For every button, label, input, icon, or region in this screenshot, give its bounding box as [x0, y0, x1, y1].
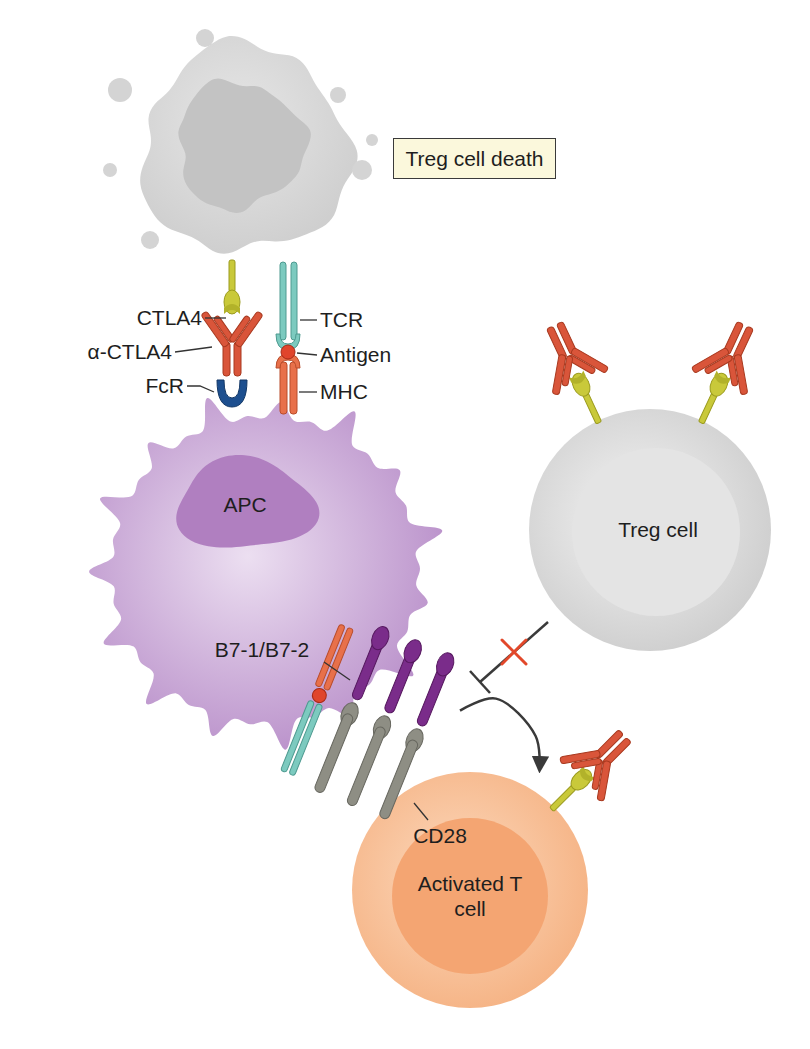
leader-lines	[175, 318, 428, 820]
ctla4-receptor	[569, 370, 606, 426]
antibody	[526, 312, 612, 401]
part-label: MHC	[320, 379, 368, 404]
apc-cell: APC	[70, 380, 460, 760]
illustration-part	[315, 624, 354, 691]
mhc-molecule	[276, 354, 300, 414]
cell-body	[140, 36, 357, 254]
illustration-part	[414, 803, 428, 820]
node-label: Activated T cell	[405, 871, 535, 921]
illustration-part	[348, 624, 392, 702]
fc-receptor	[217, 380, 247, 407]
antibody	[201, 307, 263, 376]
node-label: Treg cell	[618, 517, 698, 542]
illustration-part	[413, 650, 457, 728]
illustration-part	[290, 362, 297, 414]
illustration-part	[470, 671, 490, 693]
illustration-part	[502, 640, 526, 664]
part-label: FcR	[146, 373, 185, 398]
dying-treg-cell	[103, 29, 378, 254]
ctla4-receptor	[546, 766, 595, 815]
illustration-part	[289, 703, 323, 776]
apoptotic-bleb	[352, 160, 372, 180]
illustration-part	[280, 700, 322, 776]
apc-nucleus	[176, 455, 319, 548]
illustration-part	[376, 726, 427, 821]
illustration-part	[291, 262, 297, 340]
part-label: B7-1/B7-2	[215, 637, 310, 662]
illustration-part	[324, 662, 350, 680]
illustration-part	[299, 391, 317, 392]
illustration-part	[381, 637, 425, 715]
node-label: Treg cell death	[405, 146, 543, 171]
apoptotic-bleb	[330, 87, 346, 103]
cell-nucleus	[178, 78, 311, 213]
illustration-part	[280, 362, 287, 414]
illustration-part	[297, 353, 317, 355]
node-label: APC	[223, 492, 266, 517]
apoptotic-bleb	[108, 78, 132, 102]
illustration-part	[311, 700, 362, 795]
antibody	[554, 714, 647, 807]
illustration-part	[323, 627, 353, 690]
illustration-part	[187, 386, 214, 392]
blocked-cross	[502, 640, 526, 664]
apc-body	[89, 398, 442, 750]
tcr-receptor	[276, 262, 300, 350]
part-label: TCR	[320, 307, 363, 332]
apoptotic-bleb	[141, 231, 159, 249]
part-label: CD28	[413, 823, 467, 848]
illustration-part	[343, 713, 394, 808]
apoptotic-bleb	[366, 134, 378, 146]
illustration-part	[280, 262, 286, 340]
treg-nucleus	[572, 448, 740, 616]
illustration-part	[300, 319, 317, 320]
antibody	[688, 312, 774, 401]
activation-arrow	[460, 698, 540, 770]
part-label: CTLA4	[137, 305, 202, 330]
illustration-part	[502, 640, 526, 664]
treg-cell: Treg cell	[525, 405, 775, 655]
inhibition-line	[470, 622, 548, 693]
label-box: Treg cell death	[393, 138, 556, 179]
part-label: Antigen	[320, 342, 391, 367]
treg-body	[529, 409, 771, 651]
apoptotic-bleb	[103, 163, 117, 177]
part-label: α-CTLA4	[88, 339, 173, 364]
ctla4-receptor	[224, 260, 240, 314]
apoptotic-bleb	[196, 29, 214, 47]
illustration-part	[480, 622, 548, 682]
illustration-part	[310, 686, 328, 704]
tcell-nucleus	[392, 818, 548, 974]
antigen	[281, 345, 295, 359]
cell-shape	[70, 380, 460, 760]
illustration-part	[175, 347, 212, 352]
illustration-part	[205, 317, 226, 318]
ctla4-receptor	[694, 370, 731, 426]
